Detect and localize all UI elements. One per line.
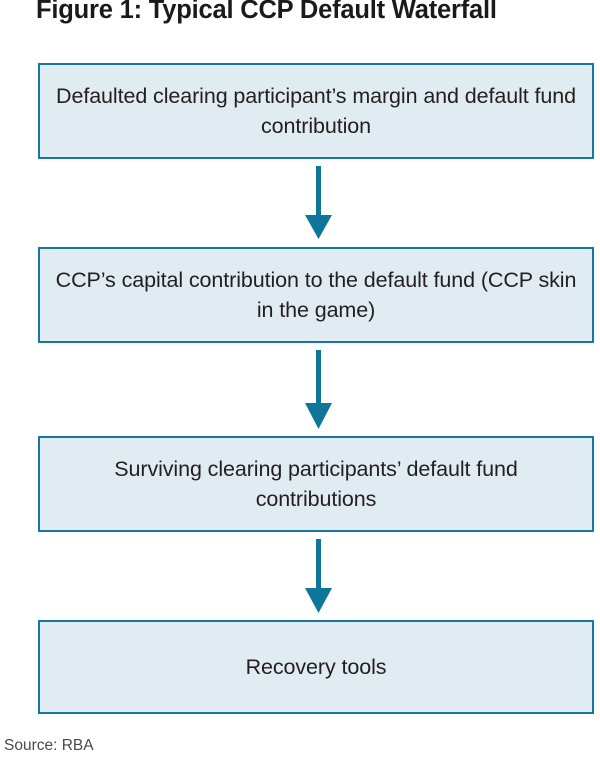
flow-node-label: Recovery tools — [245, 655, 387, 679]
flow-arrow-down-icon — [305, 350, 332, 429]
flow-node-label: Defaulted clearing participant’s margin … — [56, 84, 576, 138]
flow-arrow-down-icon — [305, 539, 332, 613]
flow-node-step-4[interactable]: Recovery tools — [38, 620, 594, 714]
flow-node-label: Surviving clearing participants’ default… — [114, 457, 518, 511]
flow-node-step-3[interactable]: Surviving clearing participants’ default… — [38, 436, 594, 532]
page-title: Figure 1: Typical CCP Default Waterfall — [36, 0, 497, 24]
source-note: Source: RBA — [4, 737, 94, 754]
flow-node-step-1[interactable]: Defaulted clearing participant’s margin … — [38, 63, 594, 159]
flow-node-step-2[interactable]: CCP’s capital contribution to the defaul… — [38, 247, 594, 343]
flow-arrow-down-icon — [305, 166, 332, 239]
flow-node-label: CCP’s capital contribution to the defaul… — [55, 268, 577, 322]
